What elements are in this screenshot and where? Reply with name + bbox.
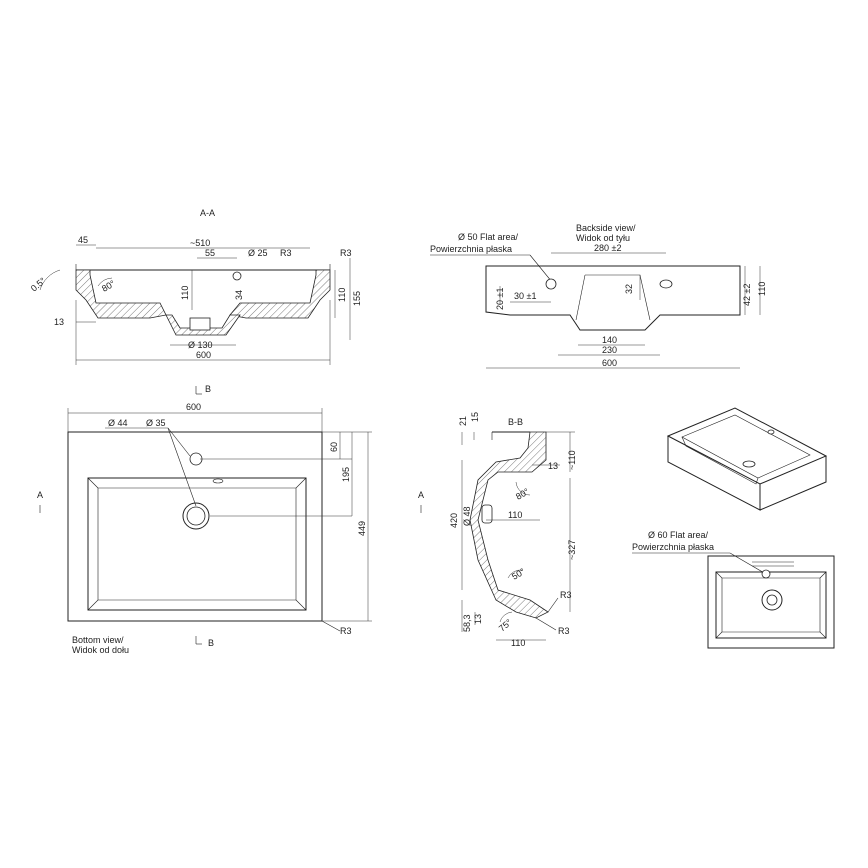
- bs-dim-h110: 110: [757, 282, 767, 296]
- bb-dim-h21: 21: [458, 416, 468, 426]
- bb-dim-w110: 110: [508, 510, 522, 520]
- aa-dim-radius-right: R3: [340, 248, 352, 258]
- backside-flat-2: Powierzchnia płaska: [430, 244, 512, 254]
- bv-dim-h60: 60: [329, 442, 339, 452]
- bv-dim-dia44: Ø 44: [108, 418, 128, 428]
- bb-dim-angle80: 80°: [514, 486, 531, 502]
- bs-dim-w230: 230: [602, 345, 617, 355]
- aa-dim-h-right-inner: 110: [337, 288, 347, 302]
- aa-dim-angle-inner: 80°: [100, 278, 117, 294]
- bb-dim-h13: 13: [473, 614, 483, 624]
- bs-dim-h42: 42 ±2: [742, 284, 752, 306]
- backside-flat-1: Ø 50 Flat area/: [458, 232, 519, 242]
- aa-dim-depth: 110: [180, 286, 190, 300]
- bs-dim-w30: 30 ±1: [514, 291, 536, 301]
- bb-dim-radius1: R3: [560, 590, 572, 600]
- bb-dim-angle75: 75°: [497, 617, 514, 634]
- detail-view: Ø 60 Flat area/ Powierzchnia płaska: [632, 530, 835, 649]
- aa-dim-inner-width: ~510: [190, 238, 210, 248]
- bv-marker-b-top: B: [205, 384, 211, 394]
- aa-dim-hole-dia: Ø 25: [248, 248, 268, 258]
- bottom-view: B A 600 Ø 44 Ø 35 60 195 449: [37, 384, 372, 655]
- backside-label-1: Backside view/: [576, 223, 636, 233]
- bs-dim-h32: 32: [624, 284, 634, 294]
- bb-dim-dia48: Ø 48: [462, 506, 472, 526]
- aa-dim-chamfer: 45: [78, 235, 88, 245]
- bv-marker-a: A: [37, 490, 43, 500]
- bb-dim-h58: 58,3: [462, 614, 472, 632]
- bv-dim-width: 600: [186, 402, 201, 412]
- detail-flat-2: Powierzchnia płaska: [632, 542, 714, 552]
- bs-dim-w600: 600: [602, 358, 617, 368]
- detail-flat-1: Ø 60 Flat area/: [648, 530, 709, 540]
- aa-dim-h-total: 155: [352, 291, 362, 306]
- section-aa: A-A 45 ~510 55 Ø 25 R3 R3 0.5° 8: [29, 208, 362, 365]
- bb-dim-h327: ~327: [567, 540, 577, 560]
- section-aa-title: A-A: [200, 208, 215, 218]
- bv-dim-dia35: Ø 35: [146, 418, 166, 428]
- aa-dim-hole-drop: 34: [234, 290, 244, 300]
- bv-label-1: Bottom view/: [72, 635, 124, 645]
- section-bb-title: B-B: [508, 417, 523, 427]
- bb-marker-a: A: [418, 490, 424, 500]
- isometric-view: [666, 407, 828, 511]
- bb-dim-radius2: R3: [558, 626, 570, 636]
- aa-dim-hole-offset: 55: [205, 248, 215, 258]
- bb-dim-h110: ~110: [567, 450, 577, 470]
- bv-dim-h195: 195: [341, 467, 351, 482]
- bb-dim-angle50: 50°: [510, 566, 527, 582]
- aa-dim-drain: Ø 130: [188, 340, 213, 350]
- section-bb: B-B A 21 15 ~110 13 80° 420 Ø 48 110 ~32…: [418, 412, 577, 648]
- bb-dim-h15: 15: [470, 412, 480, 422]
- backside-view: Backside view/ Widok od tyłu Ø 50 Flat a…: [430, 223, 767, 369]
- bv-dim-h449: 449: [357, 521, 367, 536]
- aa-dim-radius: R3: [280, 248, 292, 258]
- aa-dim-wall: 13: [54, 317, 64, 327]
- bs-dim-spacing: 280 ±2: [594, 243, 621, 253]
- bs-dim-h20: 20 ±1: [495, 288, 505, 310]
- backside-label-2: Widok od tyłu: [576, 233, 630, 243]
- bb-dim-w110b: 110: [511, 638, 525, 648]
- aa-dim-width: 600: [196, 350, 211, 360]
- bv-marker-b-bottom: B: [208, 638, 214, 648]
- bb-dim-h420: 420: [449, 513, 459, 528]
- bv-label-2: Widok od dołu: [72, 645, 129, 655]
- bs-dim-w140: 140: [602, 335, 617, 345]
- bb-dim-w13: 13: [548, 461, 558, 471]
- bv-dim-radius: R3: [340, 626, 352, 636]
- aa-dim-angle-outer: 0.5°: [29, 275, 48, 293]
